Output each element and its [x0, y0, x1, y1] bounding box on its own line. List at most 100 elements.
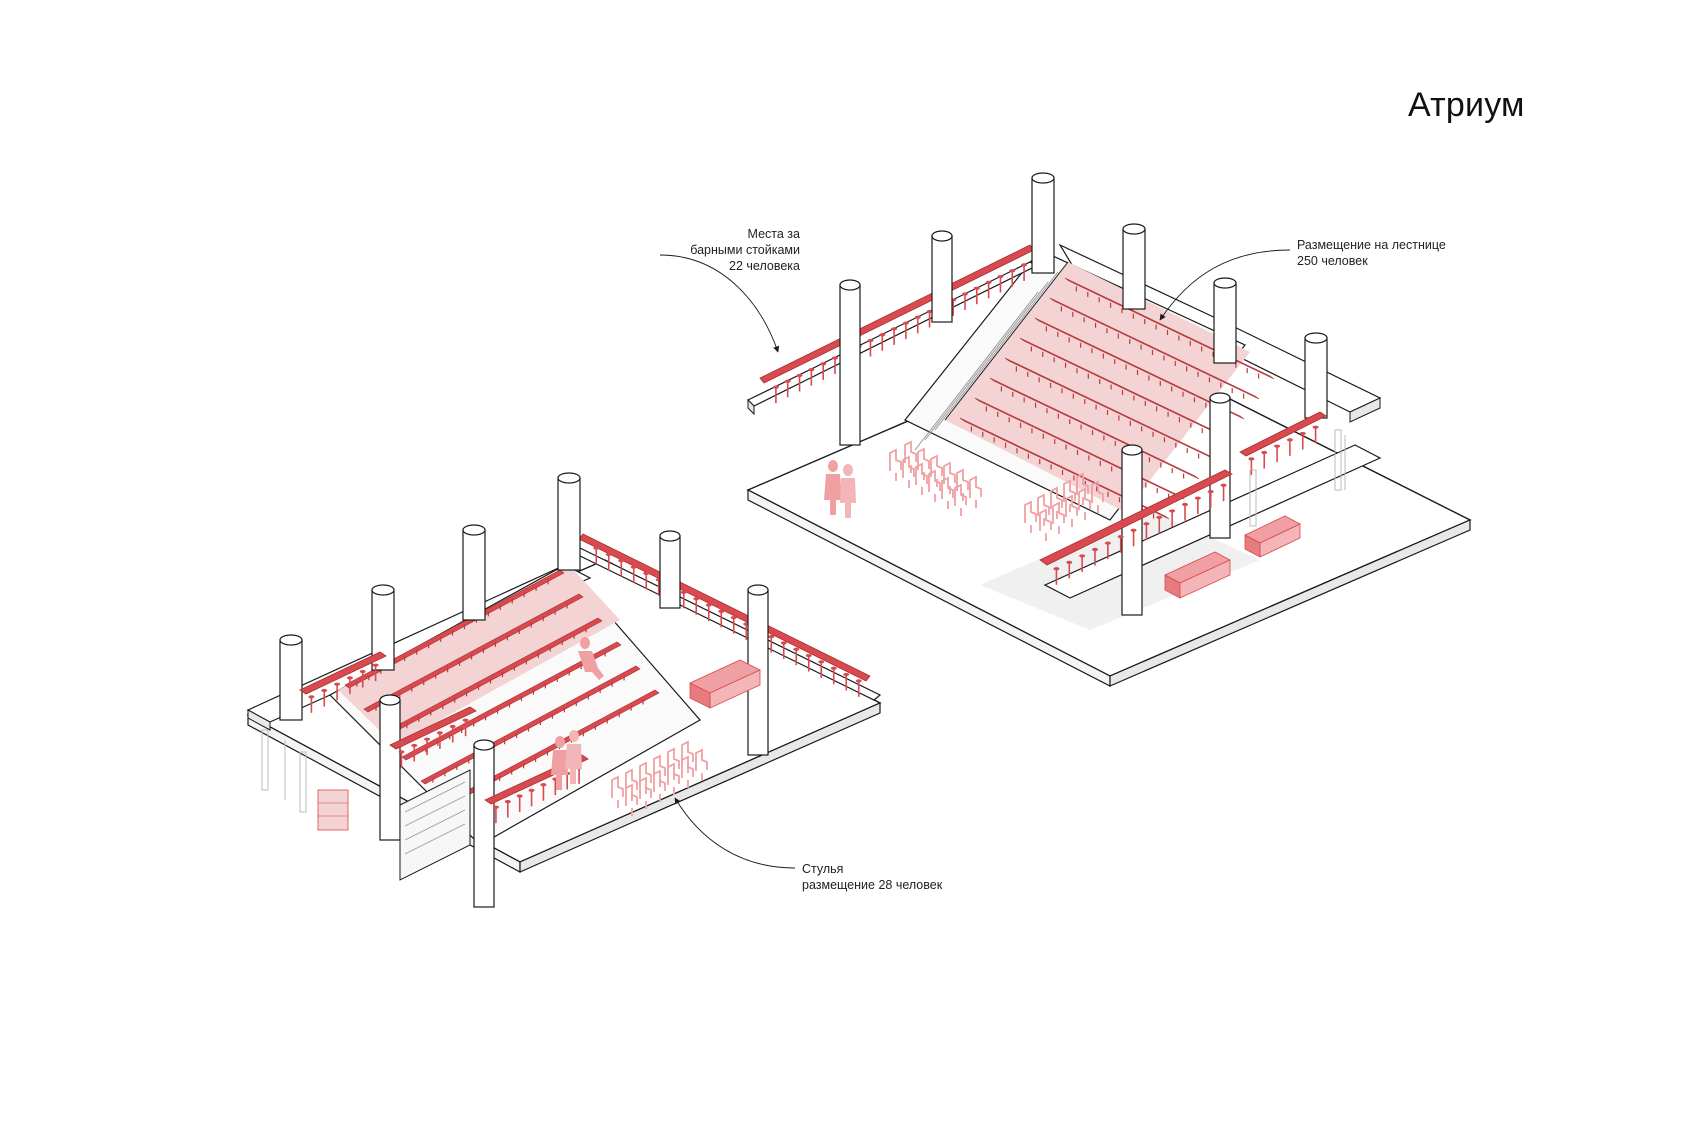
lower-bar-stool-11-seat	[718, 609, 725, 613]
upper-bar-stool-21-seat	[1009, 269, 1016, 273]
bar-seating-line-3: 22 человека	[729, 259, 800, 273]
upper-chair-8	[902, 455, 915, 488]
bar-seating-line-2: барными стойками	[690, 243, 800, 257]
upper-right-slab-side	[1349, 397, 1381, 423]
lower-bar-stool-21-seat	[843, 672, 850, 677]
lower-front-bar-c-stool-4-seat	[528, 788, 535, 792]
lower-front-bar-a-stool-4-seat	[346, 676, 353, 680]
upper-seating-row-6	[1034, 317, 1245, 420]
upper-bar-stool-6-seat	[832, 356, 838, 360]
bar-seating-leader-arrow	[659, 254, 780, 353]
upper-b-chair-8	[1065, 494, 1078, 527]
upper-bar-stool-9-seat	[867, 338, 874, 343]
upper-column-6	[1304, 332, 1328, 419]
upper-bar-stool-2-seat	[784, 379, 791, 383]
lower-chair-8	[639, 776, 652, 809]
page-title: Атриум	[1408, 86, 1525, 124]
lower-inner-staircase	[399, 769, 471, 881]
lower-front-bar-b-stool-1-seat	[398, 750, 405, 754]
lower-front-bar-c-stool-3-seat	[516, 794, 523, 798]
lower-columns	[279, 472, 769, 908]
upper-bar-beam-side	[747, 398, 755, 416]
upper-bar-stool-19-seat	[985, 280, 992, 284]
upper-chair-6	[969, 475, 982, 508]
upper-bar-stool-14-seat	[926, 309, 933, 314]
stair-seating-annotation: Размещение на лестнице 250 человек	[1297, 237, 1446, 269]
upper-front-bar-b-stool-1-seat	[1248, 457, 1255, 461]
upper-front-bar-a-stool-14-seat	[1220, 483, 1227, 487]
upper-column-8	[1121, 444, 1143, 616]
upper-front-bar-b-stool-6-seat	[1312, 425, 1319, 429]
upper-front-bar-a-stool-11-seat	[1182, 502, 1188, 507]
lower-bar-stool-9-seat	[693, 597, 700, 601]
upper-b-chair-7	[1052, 501, 1065, 534]
upper-people	[824, 460, 856, 518]
upper-b-chair-2	[1037, 493, 1050, 526]
lower-bar-stool-18-seat	[805, 653, 812, 658]
upper-front-bar-a-stool-1-seat	[1053, 567, 1060, 571]
upper-staircase-rows-fill	[945, 262, 1250, 512]
upper-column-7	[1209, 392, 1231, 539]
upper-chair-12	[954, 483, 967, 516]
upper-bar-stool-22-seat	[1021, 263, 1028, 267]
upper-chair-7	[889, 448, 902, 481]
bar-seating-line-1: Места за	[747, 227, 800, 241]
lower-chair-9	[653, 769, 666, 802]
upper-seating-row-7	[1049, 297, 1260, 400]
upper-bar-stool-20-seat	[997, 274, 1004, 279]
lower-chairs-cluster	[611, 740, 708, 816]
chairs-line-2: размещение 28 человек	[802, 878, 943, 892]
upper-front-bar-b-stool-2-seat	[1261, 450, 1268, 455]
lower-front-bar-b-stool-3-seat	[424, 737, 431, 741]
upper-column-5	[1213, 277, 1237, 364]
lower-bar-stool-17-seat	[793, 647, 800, 651]
lower-chair-1	[611, 775, 624, 808]
chairs-line-1: Стулья	[802, 862, 844, 876]
lower-front-bar-a-stool-2-seat	[321, 688, 328, 693]
upper-front-bar-a-stool-5-seat	[1104, 541, 1111, 545]
lower-bar-stool-5-seat	[643, 571, 650, 576]
lower-front-bar-c-stool-5-seat	[540, 783, 547, 787]
lower-bar-stool-16-seat	[780, 641, 787, 645]
lower-bar-stool-19-seat	[818, 660, 825, 664]
lower-chair-7	[625, 783, 638, 816]
lower-front-bar-a-stool-6-seat	[372, 663, 379, 667]
upper-bar-stool-13-seat	[914, 315, 921, 319]
upper-front-bar-a-stool-6-seat	[1117, 535, 1124, 539]
upper-bar-stool-1-seat	[772, 385, 779, 389]
bar-seating-annotation: Места за барными стойками 22 человека	[600, 226, 800, 274]
upper-b-chair-4	[1063, 479, 1076, 512]
upper-front-bar-a-stool-3-seat	[1079, 554, 1086, 558]
lower-front-bar-a-stool-1-seat	[308, 695, 315, 699]
upper-front-bar-a-stool-9-seat	[1156, 515, 1163, 519]
upper-front-bar-a-stool-10-seat	[1169, 509, 1176, 513]
lower-column-3	[462, 524, 486, 621]
lower-atrium-model	[246, 472, 882, 908]
stair-seating-line-1: Размещение на лестнице	[1297, 238, 1446, 252]
chairs-annotation: Стулья размещение 28 человек	[802, 861, 942, 893]
lower-glazing	[261, 729, 307, 813]
upper-front-bar-a-stool-4-seat	[1092, 547, 1098, 552]
stair-seating-leader-arrow	[1159, 249, 1291, 321]
upper-bar-stool-4-seat	[808, 368, 815, 372]
upper-front-bar-b-stool-3-seat	[1274, 444, 1281, 448]
lower-mezzanine-slab-side	[247, 709, 271, 731]
lower-bar-stool-15-seat	[768, 635, 775, 639]
lower-column-4	[557, 472, 581, 571]
lower-seating-row-1	[344, 569, 565, 689]
upper-bar-stool-18-seat	[973, 286, 980, 290]
lower-front-bar-c-stool-1-seat	[492, 805, 499, 809]
upper-chairs-cluster	[889, 440, 1104, 541]
upper-floor-slab-edge-right	[1109, 519, 1471, 687]
upper-b-chair-5	[1076, 472, 1089, 505]
upper-front-bar-b-stool-5-seat	[1299, 431, 1306, 436]
lower-column-2	[371, 584, 395, 671]
upper-chair-11	[941, 476, 954, 509]
upper-front-bar-counter-1	[1039, 469, 1233, 566]
upper-bar-stool-17-seat	[962, 292, 968, 296]
upper-front-bar-counter-2	[1239, 411, 1327, 457]
lower-floor-slab-edge-right	[519, 702, 881, 873]
lower-front-bar-stools	[308, 663, 583, 824]
lower-front-bar-a-stool-5-seat	[359, 669, 366, 674]
